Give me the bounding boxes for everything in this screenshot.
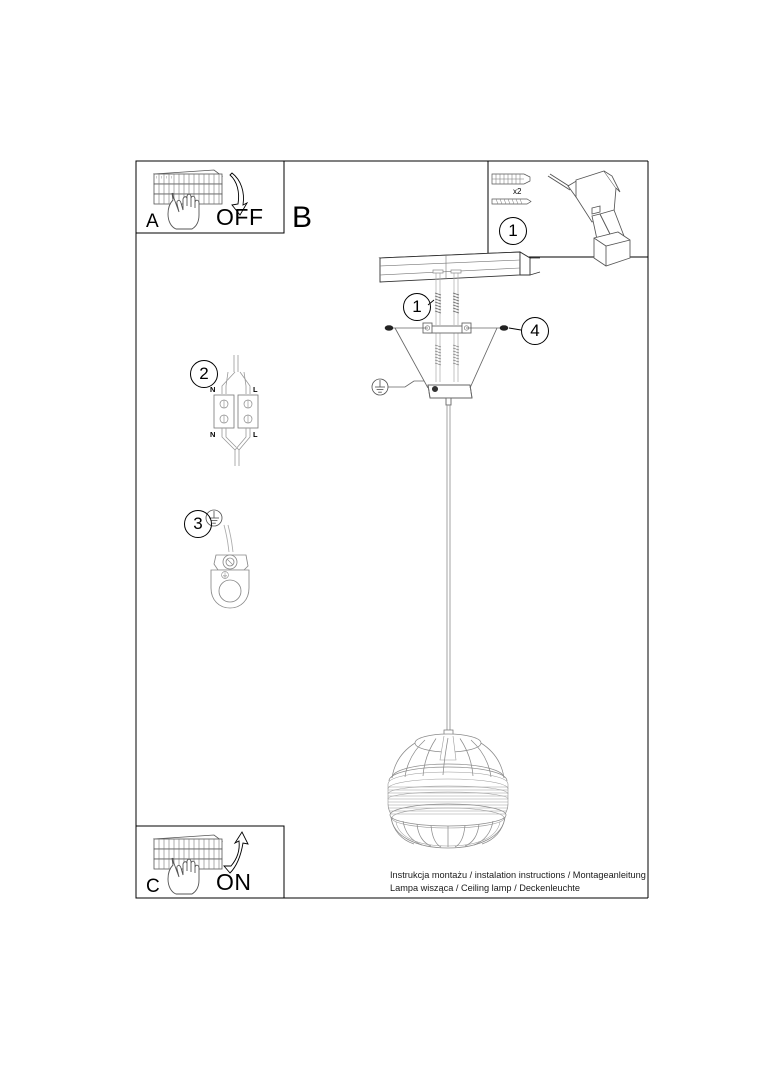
panel-c-frame xyxy=(135,825,285,899)
parts-step-number-circle: 1 xyxy=(499,217,527,245)
hand-icon-c xyxy=(167,857,200,895)
step-3-number: 3 xyxy=(193,514,203,533)
ground-bracket-icon xyxy=(210,524,250,609)
bracket-screw-shafts xyxy=(434,332,460,382)
terminal-block-icon xyxy=(213,355,259,466)
ceiling-screws xyxy=(432,269,462,325)
footer-line-1: Instrukcja montażu / instalation instruc… xyxy=(390,870,646,880)
power-drill-icon xyxy=(547,170,631,267)
parts-quantity-label: x2 xyxy=(513,187,522,196)
lamp-shade xyxy=(387,729,509,849)
terminal-label-l-bottom: L xyxy=(253,430,258,439)
earth-ground-symbol-canopy xyxy=(371,378,389,396)
callout-4-number: 4 xyxy=(530,321,540,340)
terminal-label-n-bottom: N xyxy=(210,430,216,439)
hand-icon-a xyxy=(167,192,200,230)
panel-b-letter: B xyxy=(292,201,313,234)
callout-1-number: 1 xyxy=(412,297,422,316)
callout-1-circle: 1 xyxy=(403,293,431,321)
screw-icon xyxy=(491,198,532,205)
callout-4-circle: 4 xyxy=(521,317,549,345)
step-2-number: 2 xyxy=(199,364,209,383)
canopy-junction-box xyxy=(427,384,473,406)
panel-c-letter: C xyxy=(146,876,160,897)
panel-a-action-label: OFF xyxy=(216,204,264,230)
step-3-number-circle: 3 xyxy=(184,510,212,538)
panel-a-frame xyxy=(135,160,285,234)
canopy-ground-wire xyxy=(386,380,424,388)
down-arrow-icon-a xyxy=(229,172,249,216)
wire-end-caps xyxy=(384,325,509,331)
panel-a-letter: A xyxy=(146,211,159,232)
terminal-label-n-top: N xyxy=(210,385,216,394)
footer-line-2: Lampa wisząca / Ceiling lamp / Deckenleu… xyxy=(390,883,580,893)
canopy-wiring xyxy=(386,327,505,389)
parts-step-number: 1 xyxy=(508,221,518,240)
ceiling-slab xyxy=(378,251,541,283)
panel-c-action-label: ON xyxy=(216,869,252,895)
step-2-number-circle: 2 xyxy=(190,360,218,388)
terminal-label-l-top: L xyxy=(253,385,258,394)
up-arrow-icon-c xyxy=(223,831,249,874)
suspension-cord xyxy=(446,405,451,733)
wall-plug-icon xyxy=(491,173,531,185)
